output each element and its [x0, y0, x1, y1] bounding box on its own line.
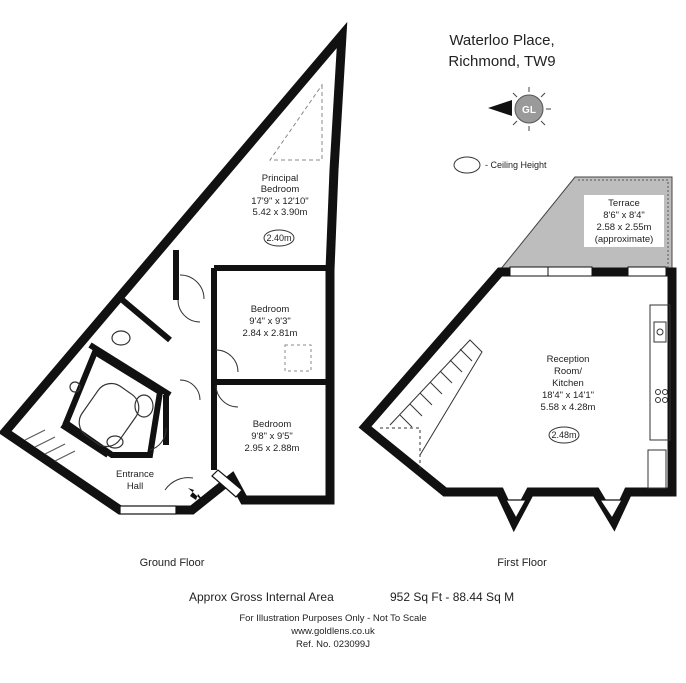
terrace-name: Terrace [608, 198, 640, 209]
bay-windows [504, 499, 624, 520]
principal-bedroom-metric: 5.42 x 3.90m [253, 207, 308, 218]
bedroom-1-metric: 2.84 x 2.81m [243, 328, 298, 339]
address-line-1: Waterloo Place, [449, 32, 554, 49]
wardrobe-outline [269, 83, 323, 161]
terrace-imperial: 8'6" x 8'4" [603, 210, 645, 221]
terrace-note: (approximate) [595, 234, 654, 245]
entrance-hall-name-2: Hall [127, 481, 143, 492]
reception-name-2: Room/ [554, 366, 582, 377]
reference-number: Ref. No. 023099J [296, 639, 370, 650]
ceiling-height-legend-icon [453, 156, 481, 174]
svg-text:GL: GL [522, 105, 536, 116]
compass-icon: GL [488, 87, 551, 131]
bathroom-wall [62, 347, 164, 458]
reception-imperial: 18'4" x 14'1" [542, 390, 594, 401]
gross-area-value: 952 Sq Ft - 88.44 Sq M [390, 590, 514, 604]
terrace-rail [578, 179, 669, 268]
boiler-fixture [69, 381, 81, 393]
ceiling-height-legend: - Ceiling Height [485, 160, 547, 170]
kitchen-units [647, 304, 671, 489]
ground-floor-stairs [24, 429, 76, 462]
toilet-fixture [111, 330, 131, 346]
reception-ceiling: 2.48m [551, 430, 576, 440]
principal-bedroom-imperial: 17'9" x 12'10" [251, 196, 308, 207]
principal-bedroom-ceiling: 2.40m [266, 233, 291, 243]
ground-floor-caption: Ground Floor [140, 557, 205, 569]
first-floor-outer-wall [358, 267, 677, 533]
reception-name-3: Kitchen [552, 378, 584, 389]
basin-fixture [134, 394, 154, 418]
door-swings [149, 274, 239, 491]
ceiling-height-badge [263, 229, 295, 247]
ground-floor-inner-walls [60, 250, 330, 470]
website: www.goldlens.co.uk [290, 626, 375, 637]
terrace-label-box [584, 195, 664, 247]
ground-floor-plan [0, 21, 348, 515]
gross-area-label: Approx Gross Internal Area [189, 590, 334, 604]
entrance-arrow-icon [188, 488, 206, 504]
terrace-metric: 2.58 x 2.55m [597, 222, 652, 233]
entrance-hall-name-1: Entrance [116, 469, 154, 480]
first-floor-stairs [380, 339, 483, 470]
bath-fixture [78, 382, 140, 448]
first-floor-plan [358, 176, 677, 533]
principal-bedroom-name-2: Bedroom [261, 184, 300, 195]
reception-name-1: Reception [547, 354, 590, 365]
basin-fixture-2 [106, 435, 124, 449]
skylight-outline [284, 344, 312, 372]
disclaimer: For Illustration Purposes Only - Not To … [239, 613, 426, 624]
bedroom-2-imperial: 9'8" x 9'5" [251, 431, 293, 442]
bedroom-1-name: Bedroom [251, 304, 290, 315]
principal-bedroom-name-1: Principal [262, 173, 298, 184]
first-floor-caption: First Floor [497, 557, 547, 569]
reception-ceiling-badge [548, 426, 580, 444]
ground-floor-windows [119, 469, 243, 515]
bedroom-2-metric: 2.95 x 2.88m [245, 443, 300, 454]
bedroom-1-imperial: 9'4" x 9'3" [249, 316, 291, 327]
address-line-2: Richmond, TW9 [448, 53, 555, 70]
bedroom-2-name: Bedroom [253, 419, 292, 430]
reception-metric: 5.58 x 4.28m [541, 402, 596, 413]
terrace-windows [509, 266, 667, 277]
